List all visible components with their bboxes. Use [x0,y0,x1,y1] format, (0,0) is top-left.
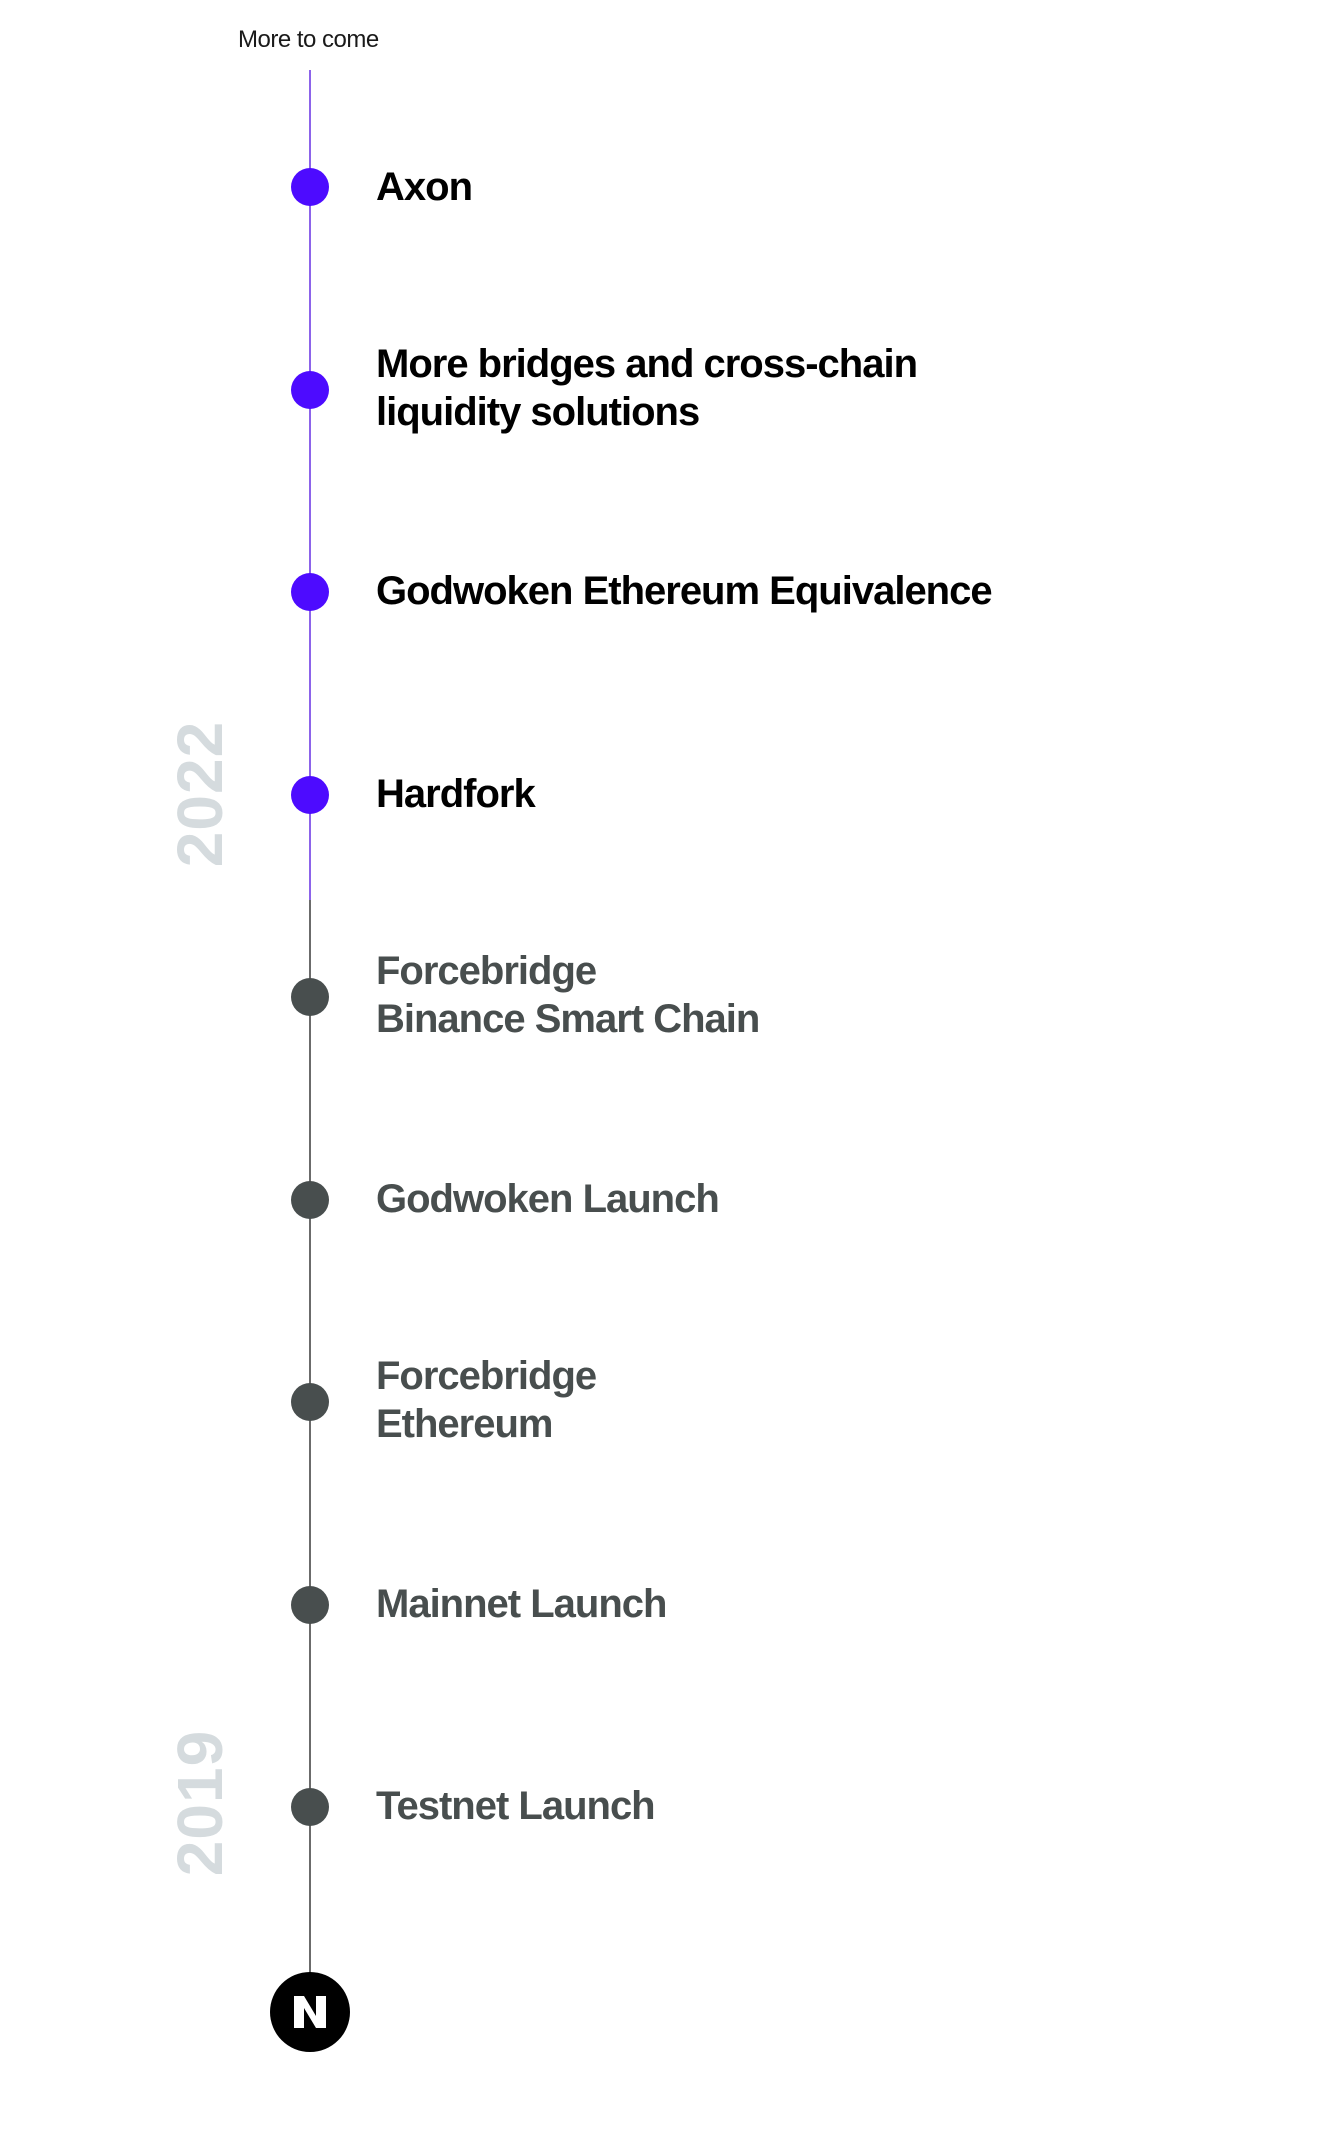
milestone-title-line-1: More bridges and cross-chain [376,342,918,386]
milestone-title-line-1: Forcebridge [376,949,597,993]
milestone-dot [291,978,329,1016]
milestone-dot [291,573,329,611]
milestone-title: Godwoken Launch [376,1177,720,1221]
milestone-testnet-launch: Testnet Launch [376,1782,656,1830]
milestone-godwoken-launch: Godwoken Launch [376,1175,720,1223]
milestone-godwoken-equivalence: Godwoken Ethereum Equivalence [376,567,993,615]
milestone-forcebridge-bsc: Forcebridge Binance Smart Chain [376,947,760,1043]
nervos-logo-glyph [294,1996,326,2028]
milestone-forcebridge-ethereum: Forcebridge Ethereum [376,1352,597,1448]
milestone-hardfork: Hardfork [376,770,536,818]
milestone-more-bridges: More bridges and cross-chain liquidity s… [376,340,918,436]
milestone-title: Hardfork [376,772,536,816]
timeline-line-upcoming [309,70,311,900]
milestone-title-line-2: Binance Smart Chain [376,997,760,1041]
year-label-2022: 2022 [164,720,236,868]
milestone-dot [291,1788,329,1826]
milestone-mainnet-launch: Mainnet Launch [376,1580,667,1628]
year-label-2019: 2019 [164,1729,236,1877]
nervos-logo-icon [270,1972,350,2052]
milestone-dot [291,168,329,206]
milestone-dot [291,371,329,409]
milestone-title: Mainnet Launch [376,1582,667,1626]
milestone-dot [291,1181,329,1219]
timeline-line-completed [309,900,311,1975]
more-to-come-label: More to come [238,26,379,53]
milestone-title-line-1: Forcebridge [376,1354,597,1398]
milestone-title: Axon [376,165,473,209]
milestone-dot [291,776,329,814]
milestone-title-line-2: liquidity solutions [376,390,700,434]
milestone-dot [291,1383,329,1421]
milestone-title: Godwoken Ethereum Equivalence [376,569,993,613]
milestone-title: Testnet Launch [376,1784,656,1828]
milestone-dot [291,1586,329,1624]
milestone-title-line-2: Ethereum [376,1402,554,1446]
milestone-axon: Axon [376,163,473,211]
